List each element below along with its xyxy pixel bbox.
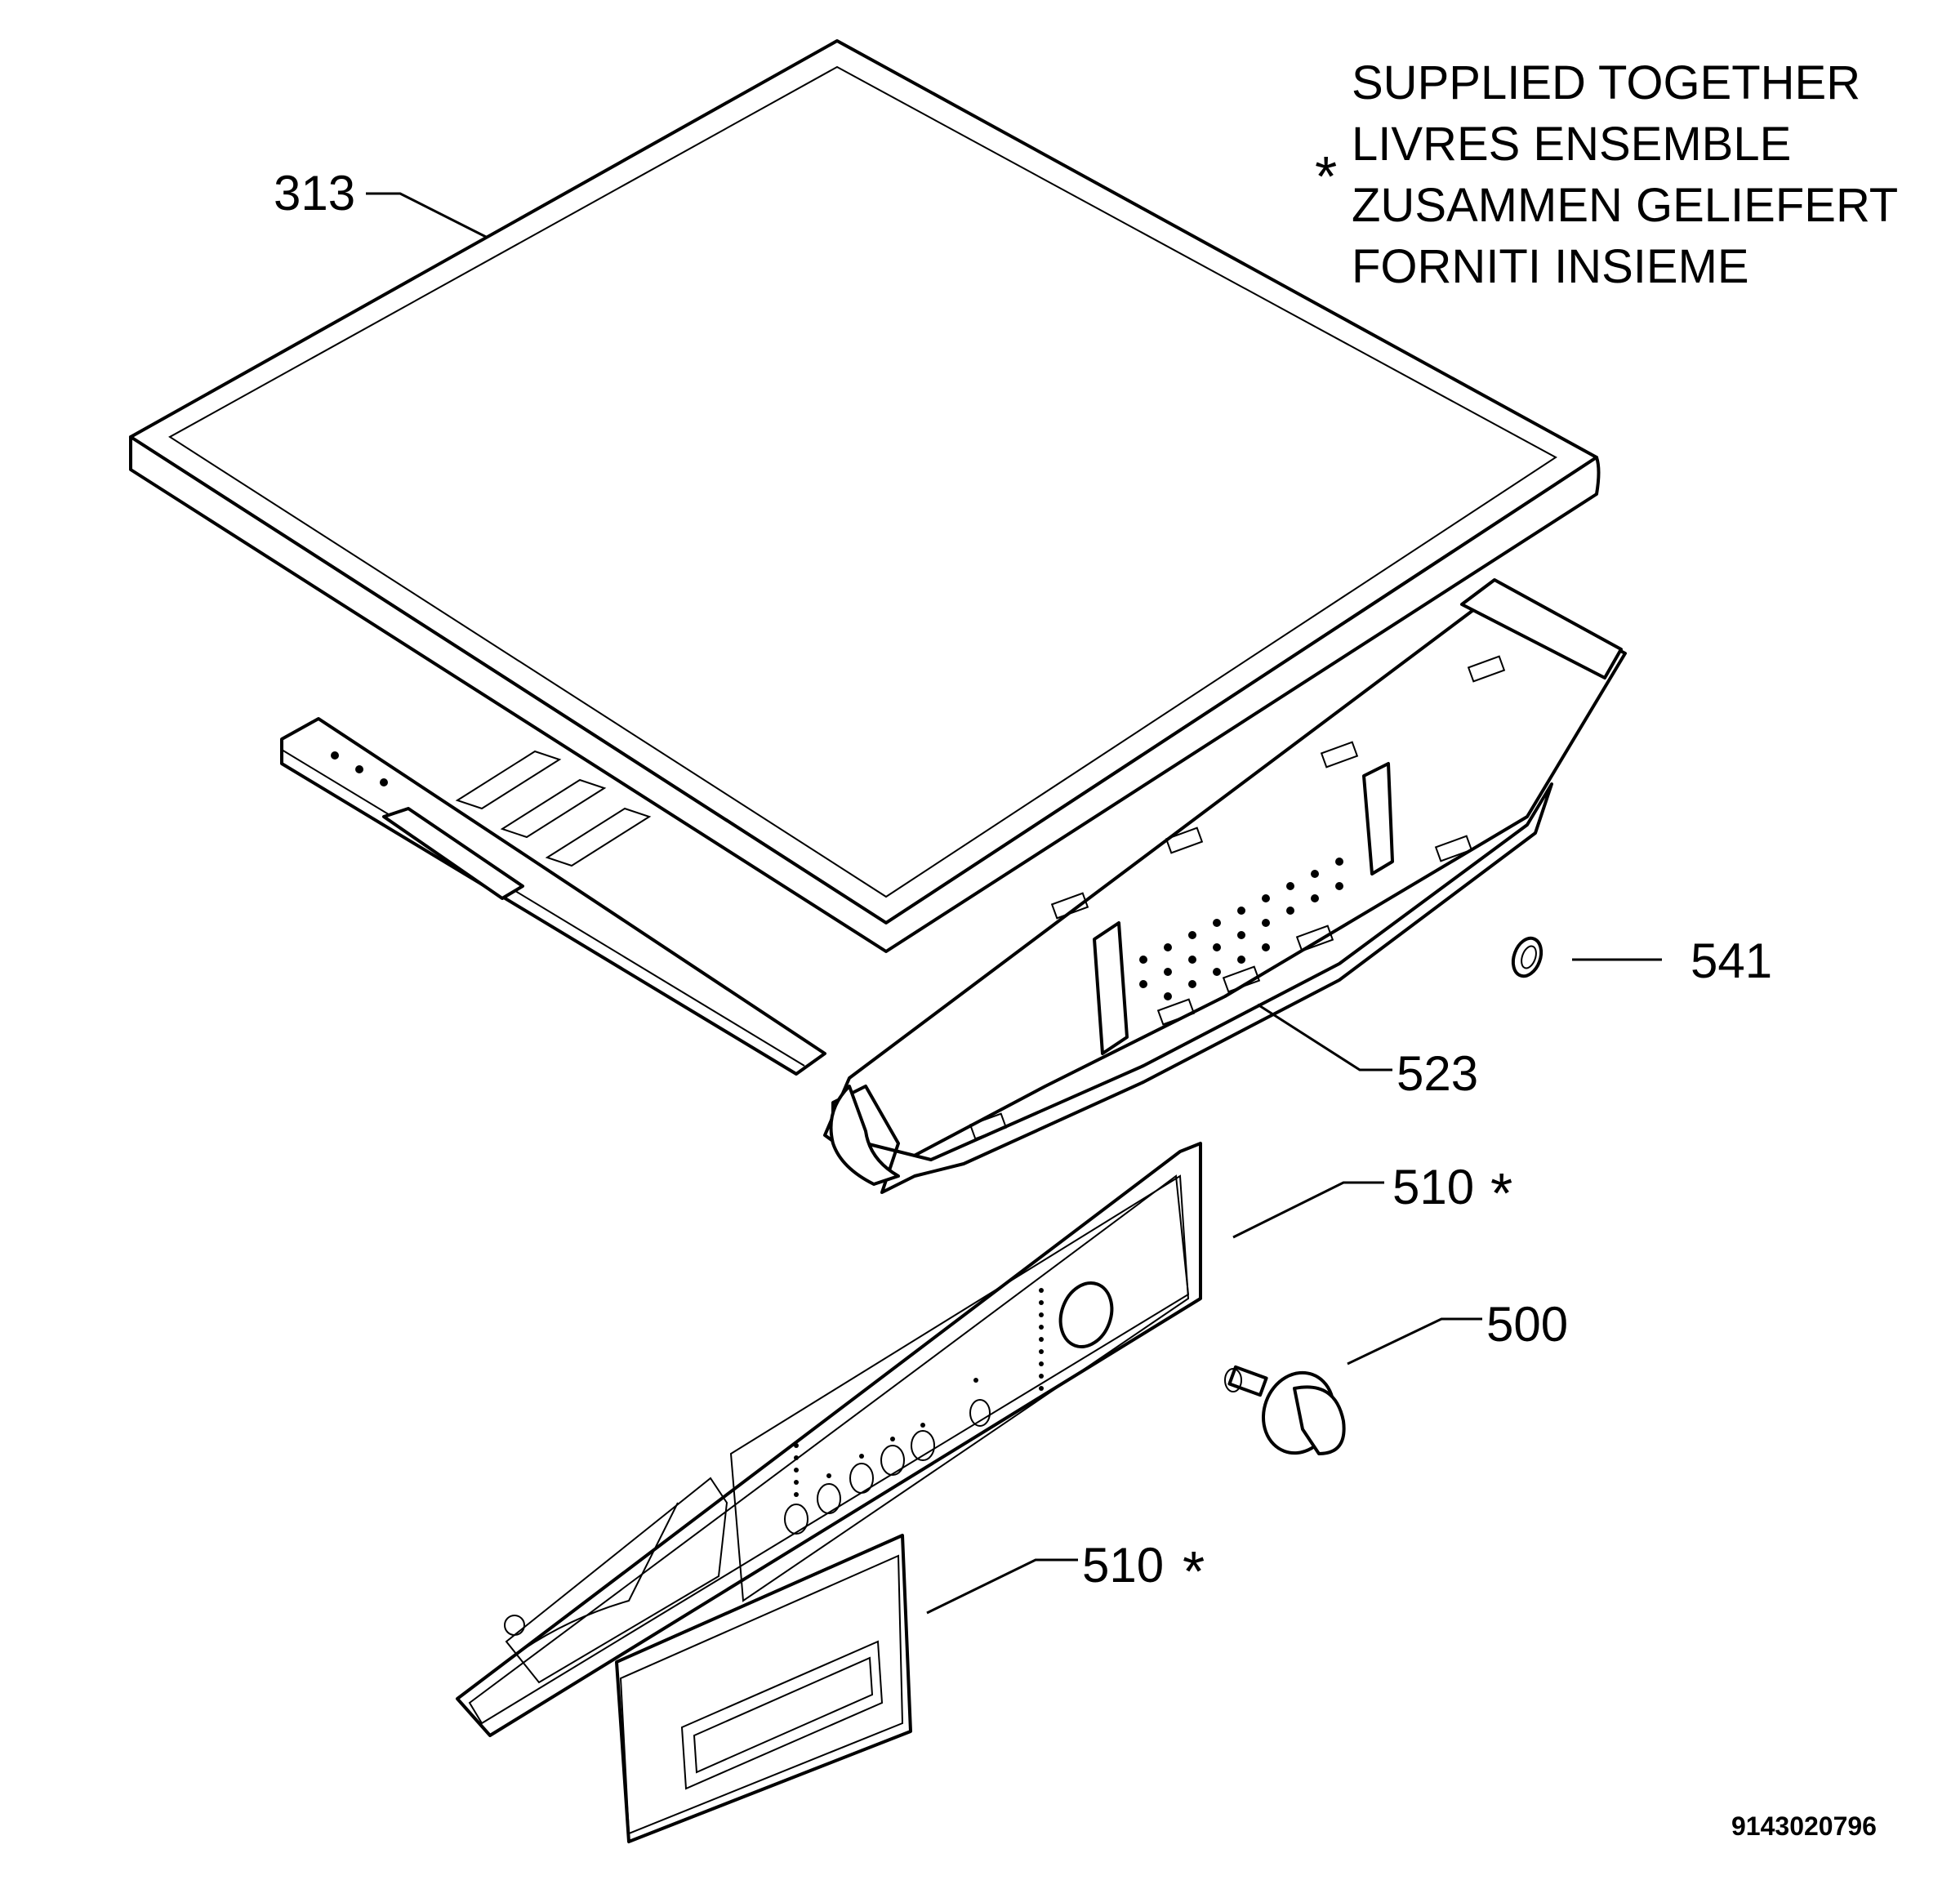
legend-line-1: SUPPLIED TOGETHER — [1352, 56, 1860, 109]
legend-line-3: ZUSAMMEN GELIEFERT — [1352, 179, 1898, 232]
control-panel-510 — [456, 1142, 1202, 1737]
drawer-front-510 — [615, 1534, 912, 1843]
leader-lines — [366, 192, 1662, 1615]
legend-symbol: * — [1315, 145, 1337, 208]
legend-line-2: LIVRES ENSEMBLE — [1352, 118, 1791, 171]
label-part-523: 523 — [1396, 1046, 1478, 1101]
knob-500 — [1224, 1365, 1346, 1455]
label-part-510-panel: 510 — [1392, 1160, 1474, 1214]
top-cover-313 — [129, 39, 1601, 953]
label-part-541: 541 — [1690, 933, 1772, 988]
label-star-panel: * — [1490, 1161, 1512, 1225]
drawing-number: 9143020796 — [1731, 1811, 1877, 1841]
label-part-313: 313 — [274, 166, 355, 221]
legend-line-4: FORNITI INSIEME — [1352, 240, 1749, 293]
label-part-500: 500 — [1486, 1297, 1568, 1352]
seal-ring-541 — [1511, 936, 1544, 978]
label-star-drawer: * — [1183, 1539, 1205, 1603]
panel-frame-523 — [280, 578, 1627, 1194]
label-part-510-drawer: 510 — [1082, 1538, 1164, 1593]
